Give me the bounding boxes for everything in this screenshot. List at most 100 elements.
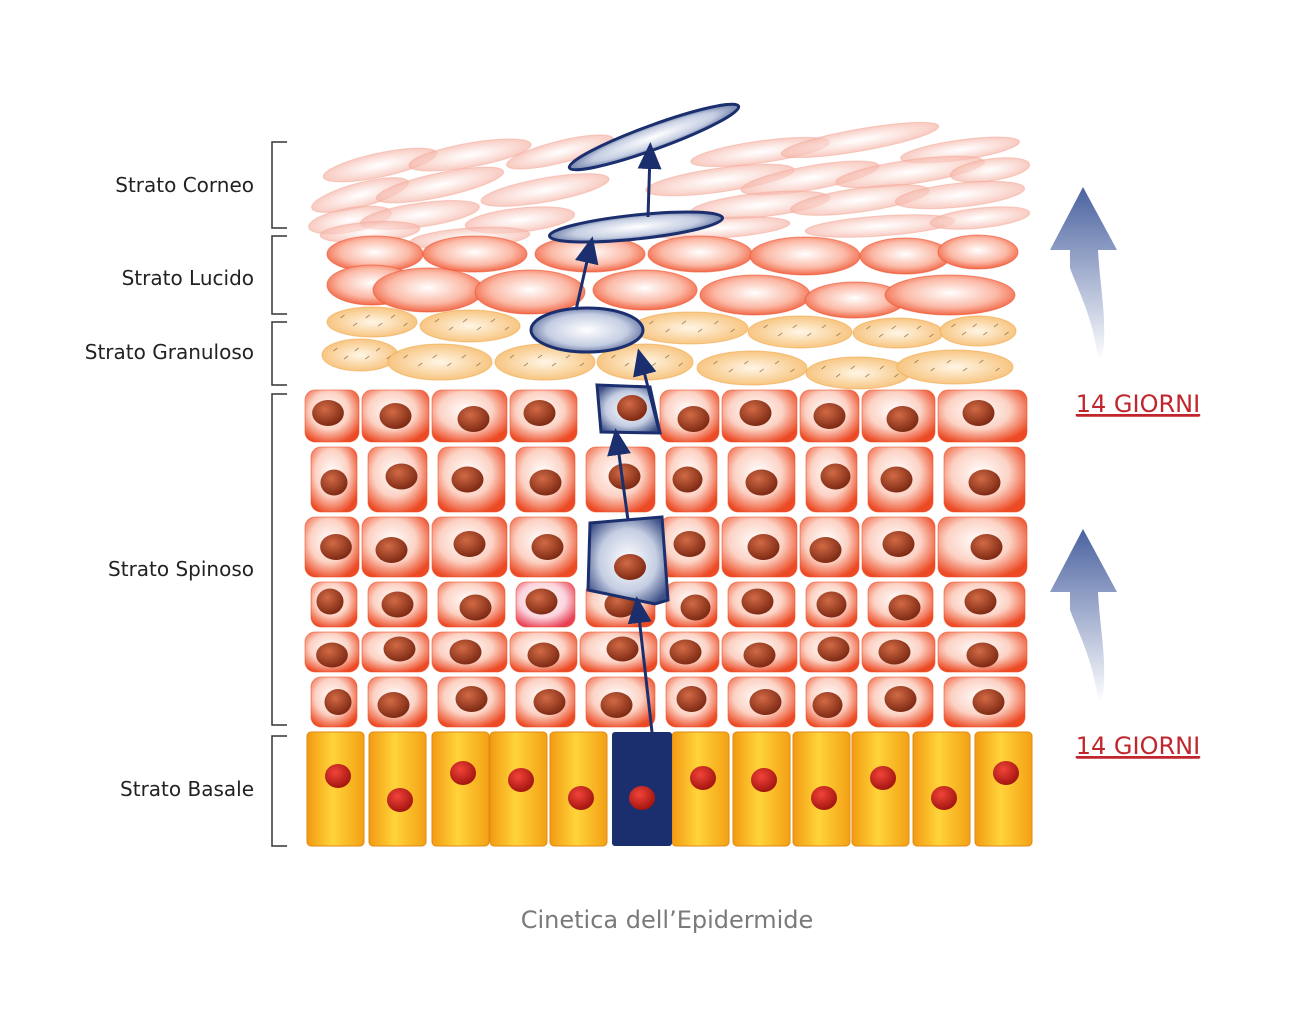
granular-cell: [896, 349, 1014, 385]
corneum-cell: [780, 121, 940, 159]
basal-nucleus: [325, 764, 351, 788]
granule: [664, 354, 670, 359]
granular-cell: [805, 356, 911, 390]
spinous-nucleus: [882, 531, 915, 557]
granule: [333, 347, 338, 352]
granule: [914, 359, 919, 364]
granule: [551, 362, 557, 367]
spinous-nucleus: [816, 591, 847, 618]
granule: [461, 354, 467, 359]
lucid-cell: [749, 236, 861, 276]
highlighted-basal-nucleus: [629, 786, 655, 810]
granule: [763, 324, 768, 329]
granule: [523, 362, 529, 367]
granule: [850, 365, 855, 370]
granule: [807, 332, 812, 337]
spinous-nucleus: [523, 400, 556, 426]
granule: [447, 362, 452, 367]
granule: [713, 360, 718, 365]
spinous-nucleus: [880, 466, 913, 493]
spinous-nucleus: [677, 406, 710, 432]
flow-arrow-upper: [1050, 187, 1117, 360]
spinous-nucleus: [377, 692, 410, 718]
granule: [365, 314, 370, 319]
spinous-nucleus: [312, 400, 344, 426]
spinous-nucleus: [669, 639, 702, 665]
granular-cell: [631, 311, 749, 345]
spinous-nucleus: [379, 403, 412, 429]
granular-cell: [696, 350, 808, 386]
spinous-nucleus: [888, 594, 921, 621]
basal-cell: [974, 731, 1033, 847]
stratum-basale: [306, 731, 1033, 847]
granule: [744, 360, 749, 365]
spinous-nucleus: [383, 636, 416, 662]
granule: [624, 362, 630, 367]
stratum-spinosum: [304, 389, 1028, 728]
granule: [509, 354, 515, 359]
spinous-nucleus: [375, 537, 408, 563]
lucid-cell: [592, 269, 698, 311]
spinous-nucleus: [886, 406, 919, 432]
spinous-nucleus: [381, 591, 414, 618]
granule: [979, 359, 984, 364]
flow-arrow-lower: [1050, 529, 1117, 702]
duration-label-upper: 14 GIORNI: [1076, 390, 1200, 418]
spinous-nucleus: [743, 642, 776, 668]
spinous-nucleus: [320, 534, 352, 560]
basal-nucleus: [387, 788, 413, 812]
basal-nucleus: [931, 786, 957, 810]
spinous-nucleus: [525, 588, 558, 615]
basal-nucleus: [811, 786, 837, 810]
spinous-nucleus: [455, 686, 488, 712]
granule: [961, 331, 967, 336]
granule: [894, 373, 899, 378]
spinous-nucleus: [527, 642, 560, 668]
migration-arrow-2: [607, 428, 631, 521]
highlighted-spinous-nucleus-lower: [614, 554, 646, 580]
label-strato-granuloso: Strato Granuloso: [85, 340, 254, 364]
corneum-cell: [375, 166, 505, 204]
granule: [929, 333, 934, 338]
spinous-nucleus: [600, 692, 633, 718]
highlighted-lucid-cell: [547, 210, 725, 244]
spinous-nucleus: [745, 469, 778, 496]
granule: [665, 328, 670, 333]
label-strato-basale: Strato Basale: [120, 777, 254, 801]
granule: [790, 368, 795, 373]
granule: [759, 368, 764, 373]
bracket-corneo: [271, 141, 287, 229]
migrating-cell-path: [529, 102, 741, 846]
granule: [343, 355, 349, 360]
granule: [476, 362, 481, 367]
granule: [946, 359, 952, 364]
basal-nucleus: [450, 761, 476, 785]
granule: [835, 373, 841, 378]
granule: [878, 333, 884, 338]
granule: [417, 362, 423, 367]
spinous-nucleus: [316, 588, 344, 615]
bracket-lucido: [271, 235, 287, 315]
spinous-nucleus: [812, 692, 843, 718]
granule: [962, 367, 968, 372]
granule: [836, 332, 841, 337]
spinous-nucleus: [968, 469, 1001, 496]
diagram-caption: Cinetica dell’Epidermide: [521, 906, 814, 934]
bracket-spinoso: [271, 393, 287, 726]
granule: [403, 322, 408, 327]
migration-arrow-3: [633, 348, 662, 435]
spinous-nucleus: [385, 463, 418, 490]
lucid-cell: [474, 269, 586, 315]
lucid-cell: [699, 274, 811, 316]
spinous-nucleus: [964, 588, 997, 615]
label-strato-spinoso: Strato Spinoso: [108, 557, 254, 581]
corneum-cell: [929, 206, 1031, 230]
bracket-basale: [271, 735, 287, 847]
granular-cell: [321, 338, 399, 372]
label-strato-lucido: Strato Lucido: [122, 266, 254, 290]
granule: [697, 328, 703, 333]
granule: [448, 326, 454, 331]
granule: [865, 373, 870, 378]
granule: [728, 368, 734, 373]
corneum-cell: [894, 180, 1026, 210]
